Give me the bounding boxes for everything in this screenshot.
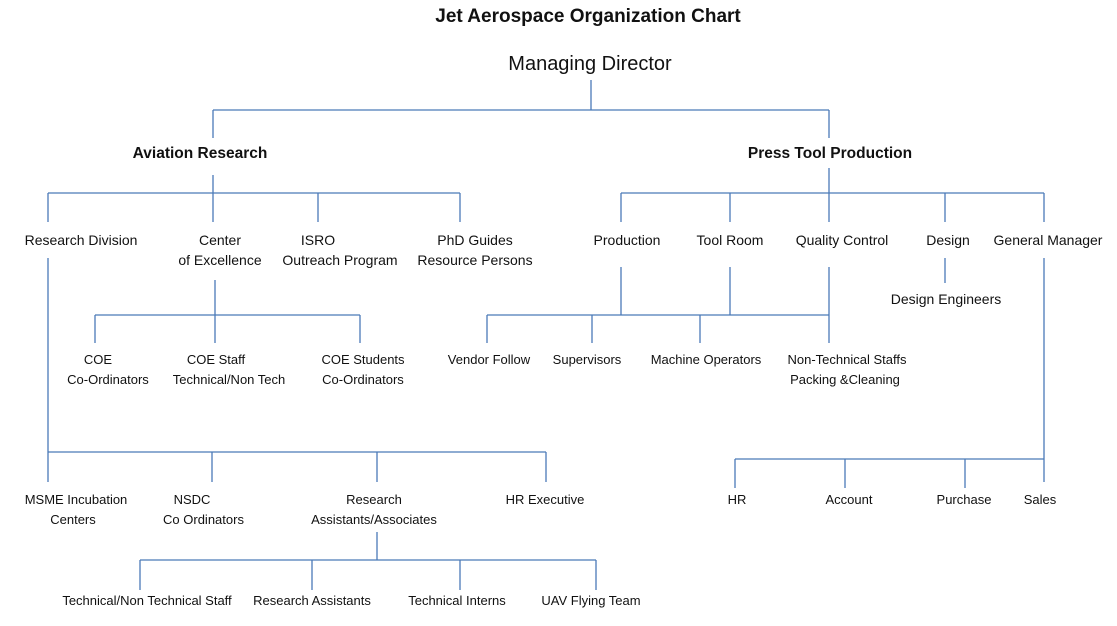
node-line: Non-Technical Staffs bbox=[787, 352, 907, 367]
node-supervisors: Supervisors bbox=[552, 352, 622, 367]
chart-title: Jet Aerospace Organization Chart bbox=[435, 6, 741, 27]
node-press-tool-production: Press Tool Production bbox=[747, 145, 913, 162]
node-msme: MSME Incubation Centers bbox=[11, 490, 141, 530]
node-design-engineers: Design Engineers bbox=[890, 291, 1002, 307]
node-line: Outreach Program bbox=[282, 252, 398, 268]
node-line: Centers bbox=[50, 512, 96, 527]
node-production: Production bbox=[593, 232, 661, 248]
node-managing-director: Managing Director bbox=[508, 53, 672, 75]
node-line: PhD Guides bbox=[437, 232, 513, 248]
node-machine-operators: Machine Operators bbox=[650, 352, 762, 367]
node-line: Co-Ordinators bbox=[322, 372, 404, 387]
node-nsdc: NSDC Co Ordinators bbox=[147, 490, 267, 530]
node-line: Co-Ordinators bbox=[67, 372, 149, 387]
node-general-manager: General Manager bbox=[993, 232, 1103, 248]
node-hr: HR bbox=[727, 492, 747, 507]
node-line: Technical/Non Tech bbox=[172, 372, 286, 387]
node-coe-coordinators: COE Co-Ordinators bbox=[48, 350, 168, 390]
node-line: COE bbox=[83, 352, 113, 367]
node-sales: Sales bbox=[1023, 492, 1057, 507]
node-account: Account bbox=[825, 492, 873, 507]
node-isro-outreach: ISRO Outreach Program bbox=[270, 230, 410, 270]
node-coe-staff: COE Staff Technical/Non Tech bbox=[159, 350, 299, 390]
node-hr-executive: HR Executive bbox=[505, 492, 585, 507]
node-line: MSME Incubation bbox=[24, 492, 128, 507]
node-line: Resource Persons bbox=[417, 252, 533, 268]
node-line: Center bbox=[198, 232, 242, 248]
node-technical-staff: Technical/Non Technical Staff bbox=[62, 593, 232, 608]
node-line: COE Staff bbox=[186, 352, 246, 367]
node-research-assistants: Research Assistants bbox=[253, 593, 371, 608]
node-line: NSDC bbox=[173, 492, 211, 507]
node-phd-guides: PhD Guides Resource Persons bbox=[405, 230, 545, 270]
node-technical-interns: Technical Interns bbox=[408, 593, 506, 608]
node-non-technical-staffs: Non-Technical Staffs Packing &Cleaning bbox=[777, 350, 917, 390]
node-line: Assistants/Associates bbox=[311, 512, 437, 527]
node-line: COE Students bbox=[321, 352, 405, 367]
node-design: Design bbox=[926, 232, 970, 248]
node-tool-room: Tool Room bbox=[696, 232, 764, 248]
node-coe-students: COE Students Co-Ordinators bbox=[293, 350, 433, 390]
node-aviation-research: Aviation Research bbox=[132, 145, 268, 162]
node-uav-flying-team: UAV Flying Team bbox=[541, 593, 641, 608]
node-line: ISRO bbox=[300, 232, 336, 248]
node-line: of Excellence bbox=[178, 252, 262, 268]
node-line: Packing &Cleaning bbox=[790, 372, 900, 387]
node-center-of-excellence: Center of Excellence bbox=[160, 230, 280, 270]
node-purchase: Purchase bbox=[936, 492, 992, 507]
node-quality-control: Quality Control bbox=[795, 232, 889, 248]
node-line: Co Ordinators bbox=[163, 512, 244, 527]
node-vendor-follow: Vendor Follow bbox=[447, 352, 531, 367]
node-research-division: Research Division bbox=[24, 232, 138, 248]
node-line: Research bbox=[346, 492, 402, 507]
node-research-assistants-associates: Research Assistants/Associates bbox=[304, 490, 444, 530]
